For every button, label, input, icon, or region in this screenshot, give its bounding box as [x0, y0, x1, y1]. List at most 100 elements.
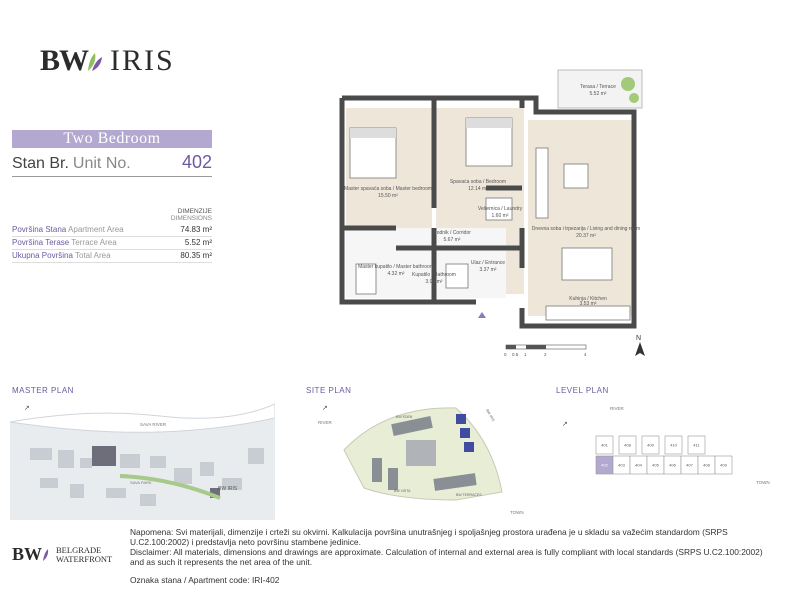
brand-logo: BW IRIS [40, 44, 175, 78]
footer-logo-mark: BW [12, 544, 43, 564]
area-value: 80.35 m² [180, 251, 212, 260]
unit-type-banner: Two Bedroom [12, 130, 212, 148]
level-plan-title: LEVEL PLAN [556, 386, 609, 395]
scale-tick: 0 [504, 352, 507, 357]
north-label: N [636, 335, 641, 342]
site-plan-vista-label: BW VISTA [394, 489, 411, 493]
entrance-marker-icon [478, 312, 486, 318]
unit-cell [641, 435, 660, 455]
disclaimer: Napomena: Svi materijali, dimenzije i cr… [130, 527, 775, 567]
dining-table-icon [561, 247, 613, 281]
area-label-en: Terrace Area [71, 238, 117, 247]
plant-icon [621, 77, 635, 91]
site-plan-eden-label: BW EDEN [396, 415, 413, 419]
divider [12, 176, 212, 177]
logo-mark: BW [40, 44, 89, 77]
plant-icon [629, 93, 639, 103]
unit-cell [714, 455, 733, 475]
room-area: 5.52 m² [590, 91, 607, 97]
floor-plan: Terasa / Terrace 5.52 m² Master spavaća … [339, 69, 645, 357]
leaf-icon [43, 548, 49, 561]
master-plan-park-label: SAVA PARK [130, 480, 152, 485]
unit-cell [618, 435, 637, 455]
washer-icon [485, 197, 513, 221]
level-plan-north-icon: ↗ [562, 421, 568, 428]
dimensions-header: DIMENZIJE DIMENSIONS [12, 208, 212, 222]
walls [339, 95, 637, 329]
room-name: Ulaz / Entrance [471, 260, 505, 266]
room-area: 20.37 m² [576, 233, 596, 239]
unit-number-line: Stan Br. Unit No. 402 [12, 152, 212, 173]
unit-cell-label: 406 [669, 463, 676, 468]
master-plan-map: SAVA RIVER SAVA PARK BW IRIS ↗ [10, 398, 275, 520]
site-plan-map: RIVER TOWN ↗ BW EDEN BW IRIS BW VISTA BW… [318, 405, 524, 515]
room-area: 3.96 m² [426, 279, 443, 285]
room-name: Kuhinja / Kitchen [569, 296, 607, 302]
room-area: 4.32 m² [388, 271, 405, 277]
scale-tick: 4 [584, 352, 587, 357]
dimensions-header-en: DIMENSIONS [170, 215, 212, 222]
unit-cell-label: 408 [624, 443, 631, 448]
room-name: Spavaća soba / Bedroom [450, 179, 506, 185]
master-plan-river-label: SAVA RIVER [140, 422, 167, 427]
site-plan-title: SITE PLAN [306, 386, 352, 395]
unit-cell-label: 402 [601, 463, 608, 468]
apartment-code-line: Oznaka stana / Apartment code: IRI-402 [130, 575, 279, 585]
area-label-local: Ukupna Površina [12, 251, 73, 260]
area-row: Površina Stana Apartment Area 74.83 m² [12, 224, 212, 237]
unit-cell-label: 410 [670, 443, 677, 448]
coffee-table-icon [563, 163, 589, 189]
unit-cell [595, 435, 614, 455]
unit-cell-label: 409 [720, 463, 727, 468]
unit-number: 402 [181, 152, 212, 172]
unit-cell-label: 408 [703, 463, 710, 468]
area-table: Površina Stana Apartment Area 74.83 m² P… [12, 224, 212, 263]
site-plan-north-icon: ↗ [322, 405, 328, 412]
room-name: Vešernica / Laundry [478, 206, 523, 212]
area-value: 5.52 m² [184, 238, 212, 247]
project-name: IRIS [110, 44, 175, 77]
area-value: 74.83 m² [180, 225, 212, 234]
scale-tick: 2 [544, 352, 547, 357]
kitchen-counter-icon [545, 305, 631, 321]
shower-icon [445, 263, 469, 289]
room-area: 12.14 m² [468, 186, 488, 192]
site-plan-river-label: RIVER [318, 420, 333, 425]
area-label-en: Apartment Area [68, 225, 124, 234]
disclaimer-local: Napomena: Svi materijali, dimenzije i cr… [130, 527, 728, 547]
unit-cell [664, 435, 683, 455]
room-area: 3.37 m² [480, 267, 497, 273]
area-row: Površina Terase Terrace Area 5.52 m² [12, 237, 212, 250]
master-plan-marker-label: BW IRIS [218, 486, 238, 492]
unit-cell-label: 401 [601, 443, 608, 448]
footer-logo: BW BELGRADE WATERFRONT [12, 544, 112, 565]
leaf-icon [88, 53, 103, 71]
room-name: Master kupatilo / Master bathroom [358, 264, 434, 270]
level-plan-river-label: RIVER [610, 406, 625, 411]
sofa-icon [535, 147, 549, 219]
master-plan-north-icon: ↗ [24, 405, 30, 412]
area-row: Ukupna Površina Total Area 80.35 m² [12, 250, 212, 263]
unit-cell-label: 409 [647, 443, 654, 448]
scale-tick: 1 [524, 352, 527, 357]
site-plan-town-label: TOWN [510, 510, 524, 515]
apartment-code-label: Oznaka stana / Apartment code: [130, 575, 250, 585]
bathtub-icon [355, 263, 377, 295]
room-area: 1.60 m² [492, 213, 509, 219]
unit-cell-label: 407 [686, 463, 693, 468]
scale-tick: 0.5 [512, 352, 519, 357]
north-arrow-icon: N [635, 335, 645, 356]
footer-logo-line1: BELGRADE [56, 544, 102, 555]
site-plan-terraces-label: BW TERRACES [456, 493, 482, 497]
room-name: Master spavaća soba / Master bedroom [344, 186, 432, 192]
room-name: Dnevna soba i trpezarija / Living and di… [532, 226, 640, 232]
unit-cell-label: 405 [652, 463, 659, 468]
unit-cell-label: 404 [635, 463, 642, 468]
room-area: 5.67 m² [444, 237, 461, 243]
area-label-en: Total Area [75, 251, 111, 260]
room-area: 15.50 m² [378, 193, 398, 199]
unit-cell-label: 403 [618, 463, 625, 468]
scale-bar: 0 0.5 1 2 4 [504, 344, 587, 357]
